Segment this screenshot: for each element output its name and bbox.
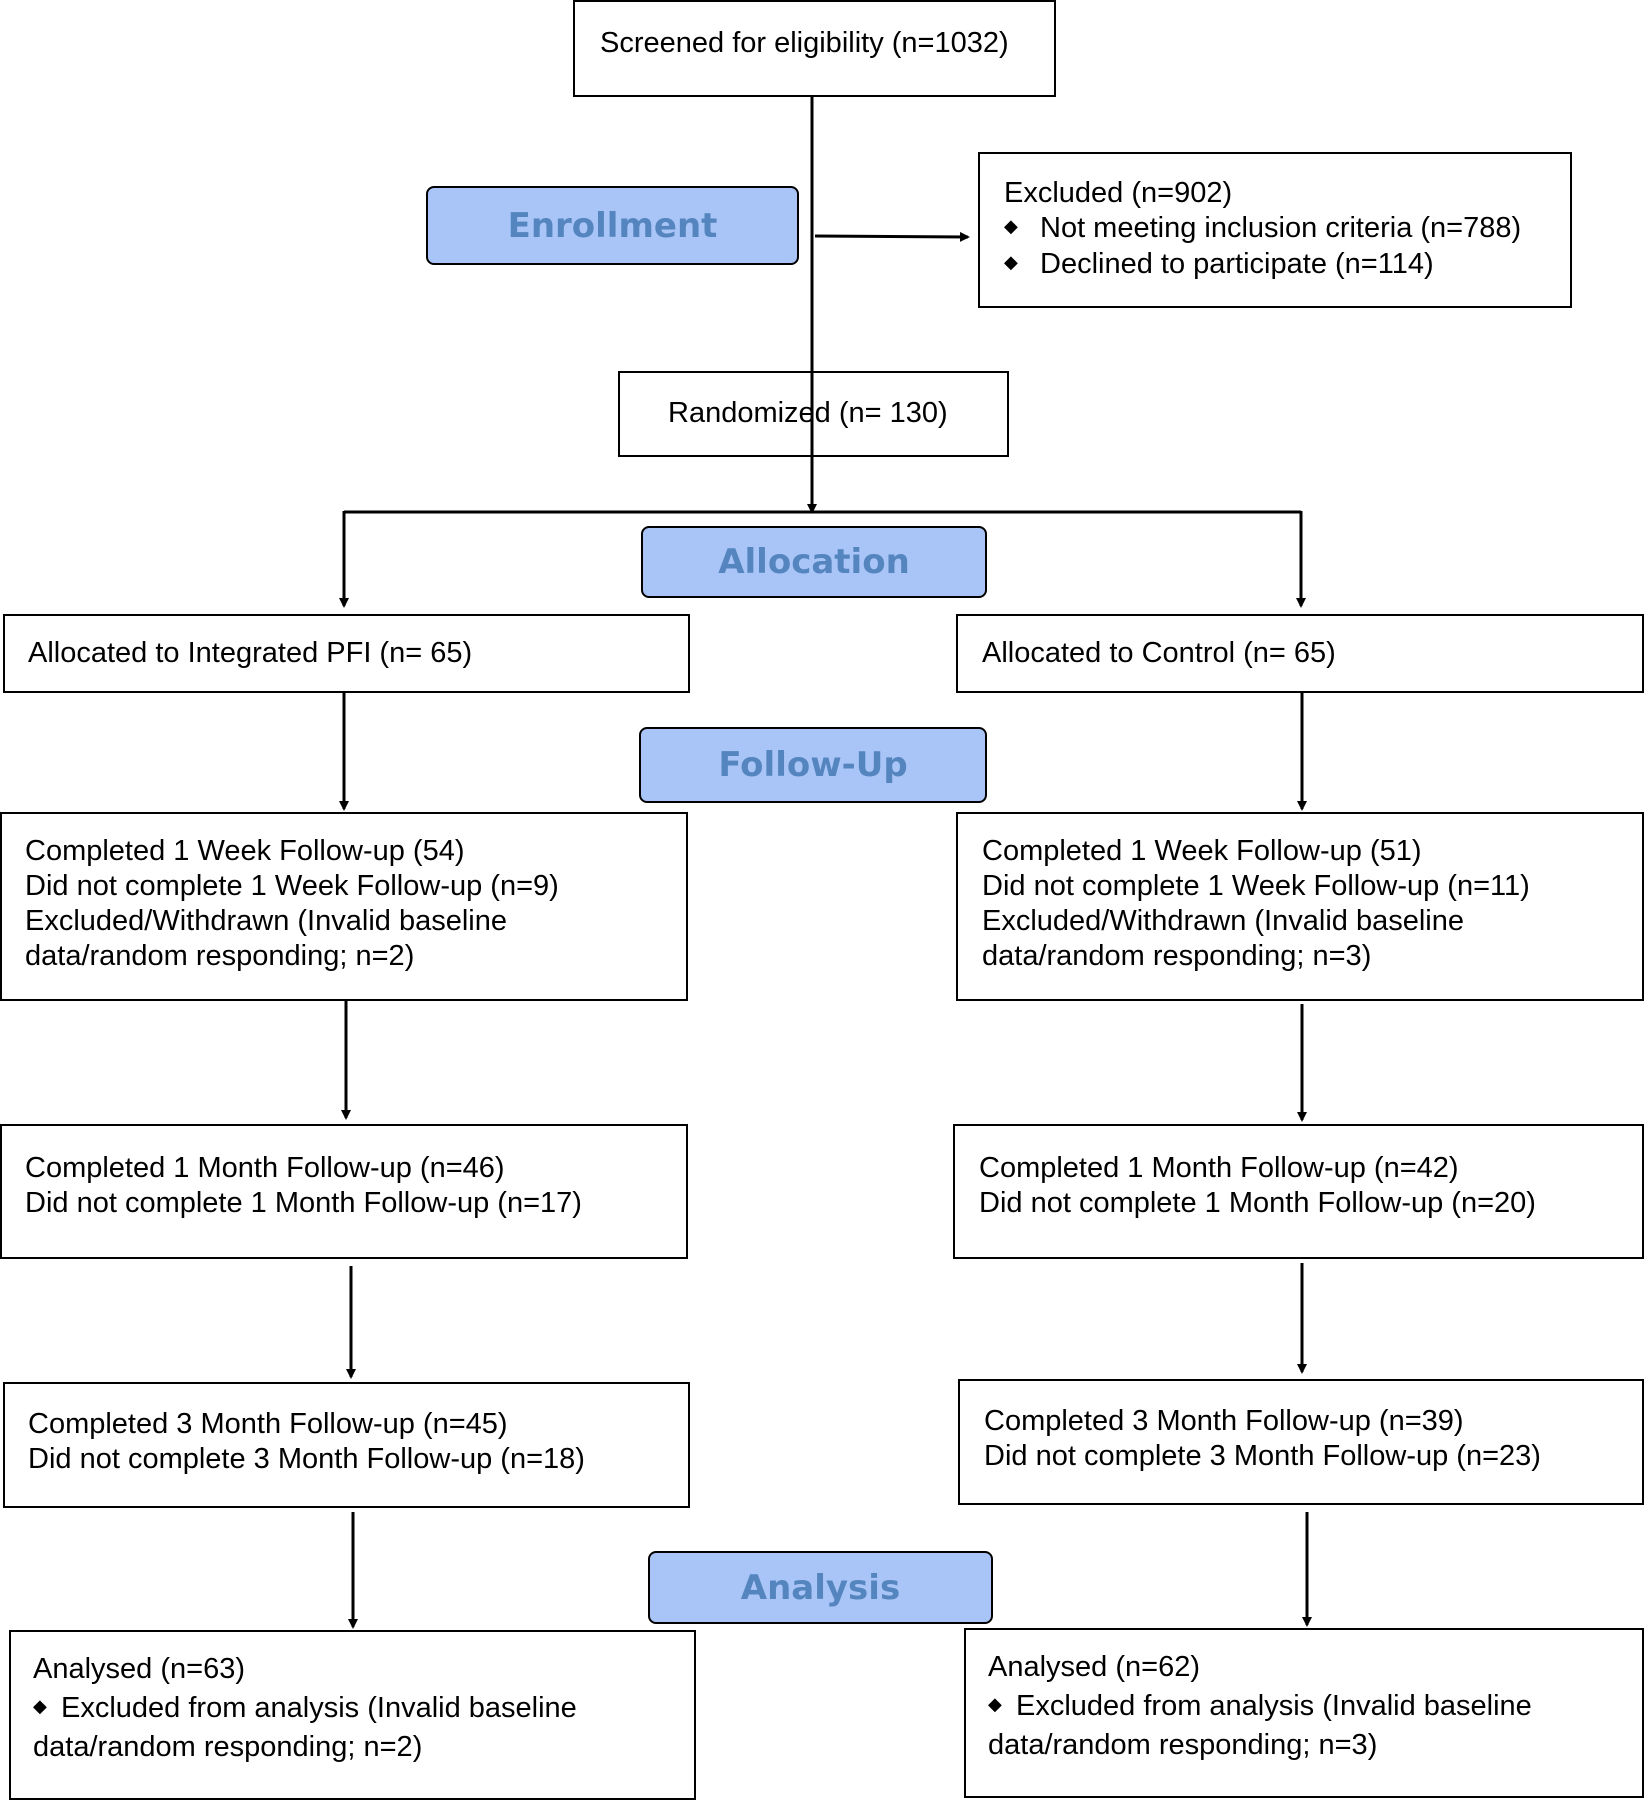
left-month3-line: Completed 3 Month Follow-up (n=45) xyxy=(28,1408,508,1440)
right-week-line: data/random responding; n=3) xyxy=(982,940,1372,972)
right-month1-box: Completed 1 Month Follow-up (n=42) Did n… xyxy=(953,1124,1644,1259)
left-week-box: Completed 1 Week Follow-up (54) Did not … xyxy=(0,812,688,1001)
right-allocated-text: Allocated to Control (n= 65) xyxy=(982,637,1336,669)
left-month3-line: Did not complete 3 Month Follow-up (n=18… xyxy=(28,1443,585,1475)
left-analysed-box: Analysed (n=63) ◆Excluded from analysis … xyxy=(9,1630,696,1800)
right-month1-line: Did not complete 1 Month Follow-up (n=20… xyxy=(979,1187,1536,1219)
left-week-line: data/random responding; n=2) xyxy=(25,940,415,972)
excluded-title: Excluded (n=902) xyxy=(1004,177,1233,209)
right-analysed-box: Analysed (n=62) ◆Excluded from analysis … xyxy=(964,1628,1644,1798)
screened-text: Screened for eligibility (n=1032) xyxy=(600,27,1009,59)
left-analysed-title: Analysed (n=63) xyxy=(33,1653,245,1685)
left-month3-box: Completed 3 Month Follow-up (n=45) Did n… xyxy=(3,1382,690,1508)
diamond-bullet-icon: ◆ xyxy=(1004,215,1018,236)
diamond-bullet-icon: ◆ xyxy=(1004,251,1018,272)
diamond-bullet-icon: ◆ xyxy=(33,1695,47,1716)
right-week-line: Completed 1 Week Follow-up (51) xyxy=(982,835,1422,867)
left-week-line: Did not complete 1 Week Follow-up (n=9) xyxy=(25,870,559,902)
left-allocated-box: Allocated to Integrated PFI (n= 65) xyxy=(3,614,690,693)
right-week-line: Excluded/Withdrawn (Invalid baseline xyxy=(982,905,1464,937)
right-analysed-title: Analysed (n=62) xyxy=(988,1651,1200,1683)
right-allocated-box: Allocated to Control (n= 65) xyxy=(956,614,1644,693)
left-analysed-item: ◆Excluded from analysis (Invalid baselin… xyxy=(33,1691,694,1727)
left-month1-box: Completed 1 Month Follow-up (n=46) Did n… xyxy=(0,1124,688,1259)
excluded-box: Excluded (n=902) ◆Not meeting inclusion … xyxy=(978,152,1572,308)
left-analysed-item-cont: data/random responding; n=2) xyxy=(33,1730,423,1763)
right-week-line: Did not complete 1 Week Follow-up (n=11) xyxy=(982,870,1530,902)
randomized-text: Randomized (n= 130) xyxy=(668,397,948,429)
right-month3-box: Completed 3 Month Follow-up (n=39) Did n… xyxy=(958,1379,1644,1505)
screened-box: Screened for eligibility (n=1032) xyxy=(573,0,1056,97)
stage-analysis: Analysis xyxy=(648,1551,993,1624)
right-analysed-item-cont: data/random responding; n=3) xyxy=(988,1728,1378,1761)
right-month1-line: Completed 1 Month Follow-up (n=42) xyxy=(979,1152,1459,1184)
right-month3-line: Did not complete 3 Month Follow-up (n=23… xyxy=(984,1440,1541,1472)
right-analysed-item: ◆Excluded from analysis (Invalid baselin… xyxy=(988,1689,1642,1725)
left-month1-line: Completed 1 Month Follow-up (n=46) xyxy=(25,1152,505,1184)
randomized-box: Randomized (n= 130) xyxy=(618,371,1009,457)
left-week-line: Excluded/Withdrawn (Invalid baseline xyxy=(25,905,507,937)
excluded-arrow xyxy=(814,231,970,242)
excluded-item: ◆Not meeting inclusion criteria (n=788) xyxy=(1004,211,1570,247)
stage-followup: Follow-Up xyxy=(639,727,987,803)
excluded-item: ◆Declined to participate (n=114) xyxy=(1004,247,1570,283)
left-month1-line: Did not complete 1 Month Follow-up (n=17… xyxy=(25,1187,582,1219)
diamond-bullet-icon: ◆ xyxy=(988,1693,1002,1714)
right-week-box: Completed 1 Week Follow-up (51) Did not … xyxy=(956,812,1644,1001)
left-week-line: Completed 1 Week Follow-up (54) xyxy=(25,835,465,867)
right-month3-line: Completed 3 Month Follow-up (n=39) xyxy=(984,1405,1464,1437)
left-allocated-text: Allocated to Integrated PFI (n= 65) xyxy=(28,637,473,669)
stage-enrollment: Enrollment xyxy=(426,186,799,265)
stage-allocation: Allocation xyxy=(641,526,987,598)
